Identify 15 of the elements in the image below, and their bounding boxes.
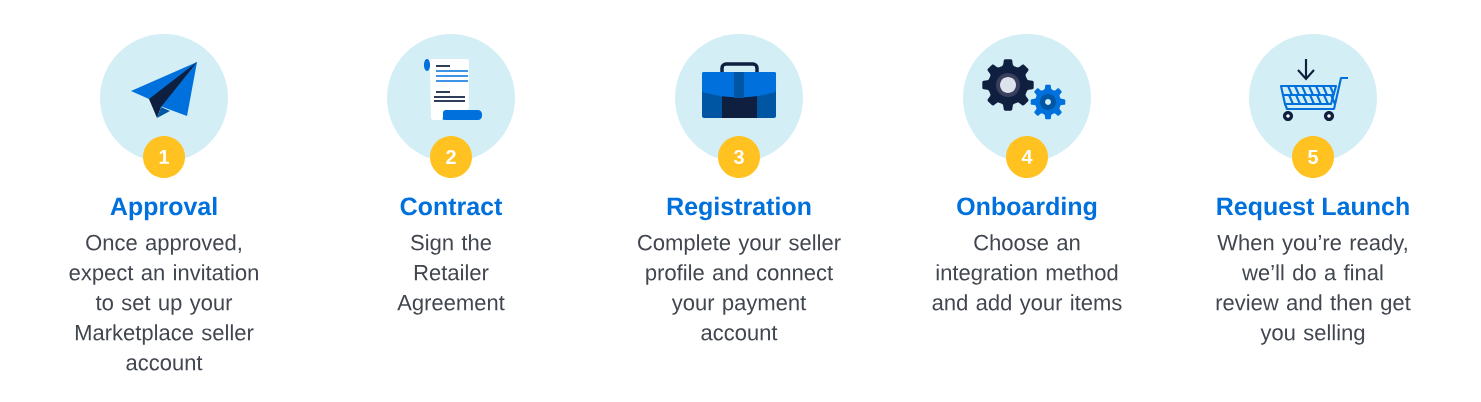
step-description: Sign the Retailer Agreement [397, 234, 505, 315]
step-description: Complete your seller profile and connect your payment account [638, 234, 841, 341]
step-title: Contract [400, 197, 503, 216]
step-title: Onboarding [957, 196, 1097, 221]
step-description: Once approved, expect an invitation to set up your Marketplace seller account [69, 234, 258, 371]
number-badge: 5 [1292, 136, 1334, 178]
number-badge: 4 [1006, 136, 1048, 178]
step-description: Choose an integration method and add your items [932, 234, 1122, 315]
step-title: Approval [110, 196, 217, 221]
step-description: When you’re ready, we’ll do a final review and then get you selling [1216, 234, 1411, 345]
step-title: Registration [667, 196, 811, 221]
step-title: Request Launch [1217, 196, 1409, 221]
number-badge: 3 [718, 136, 760, 178]
number-badge: 2 [430, 136, 472, 178]
number-badge: 1 [143, 136, 185, 178]
